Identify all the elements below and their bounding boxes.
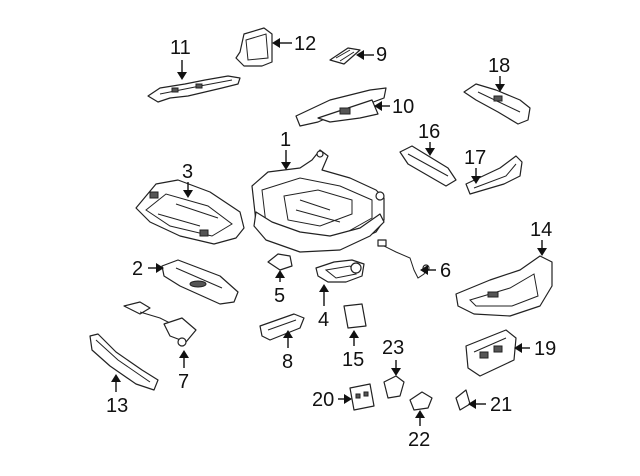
part-9-clip [329, 47, 361, 65]
part-13-rail [89, 333, 159, 391]
part-16-panel [399, 145, 457, 187]
callout-12: 12 [294, 33, 317, 55]
part-20-connector [349, 383, 375, 411]
part-5-knob [267, 253, 293, 271]
part-1-seat-frame [251, 149, 385, 253]
callout-22: 22 [408, 429, 431, 451]
part-10-track-cover [295, 87, 387, 127]
callout-8: 8 [282, 351, 294, 373]
part-2-handle [161, 259, 239, 305]
callout-6: 6 [440, 260, 452, 282]
callout-3: 3 [182, 161, 194, 183]
part-7-harness [123, 301, 197, 347]
part-19-switch [465, 329, 517, 377]
part-4-motor [315, 259, 365, 283]
callout-10: 10 [392, 96, 415, 118]
callout-11: 11 [170, 37, 191, 59]
part-15-cover-plate [343, 303, 367, 329]
callout-13: 13 [106, 395, 129, 417]
part-14-side-shield [455, 255, 553, 317]
leader-arrows [111, 38, 547, 426]
part-17-side-trim [465, 155, 523, 195]
part-6-cable [377, 239, 430, 279]
callout-19: 19 [534, 338, 557, 360]
callout-4: 4 [318, 309, 330, 331]
callout-7: 7 [178, 371, 190, 393]
callout-17: 17 [464, 147, 487, 169]
callout-5: 5 [274, 285, 286, 307]
callout-1: 1 [280, 129, 292, 151]
part-21-cap [455, 389, 471, 411]
part-12-cover [235, 27, 273, 67]
callout-2: 2 [132, 258, 144, 280]
part-3-base-pan [135, 179, 245, 245]
callout-16: 16 [418, 121, 441, 143]
part-18-trim [463, 83, 531, 125]
callout-9: 9 [376, 44, 388, 66]
callout-21: 21 [490, 394, 513, 416]
callout-15: 15 [342, 349, 365, 371]
part-23-knob [383, 375, 405, 399]
part-22-knob [409, 391, 433, 411]
part-8-bracket [259, 313, 305, 341]
callout-18: 18 [488, 55, 511, 77]
callout-23: 23 [382, 337, 405, 359]
callout-20: 20 [312, 389, 335, 411]
callout-14: 14 [530, 219, 553, 241]
part-11-bracket [147, 75, 241, 103]
